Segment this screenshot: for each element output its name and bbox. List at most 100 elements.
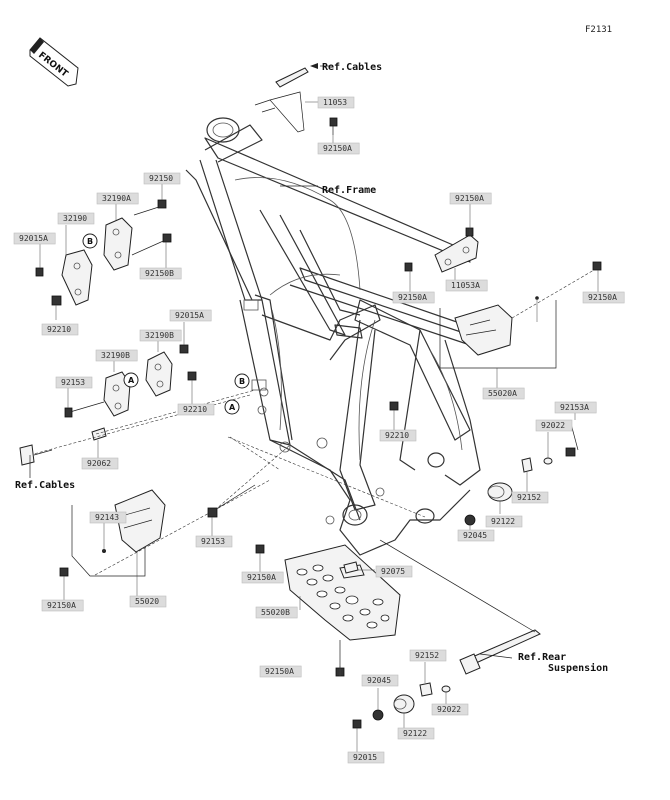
part-number: 92143 [95,513,119,522]
collar-92122-bottom [393,694,415,714]
part-number: 55020A [488,389,517,398]
part-tag-92153a: 92153A [554,401,597,414]
part-number: 92153 [201,537,225,546]
part-number: 92015A [19,234,48,243]
front-arrow-icon: FRONT [29,37,79,87]
part-tag-32190: 32190 [57,212,95,225]
part-tag-92150b: 92150B [139,267,182,280]
part-number: 92075 [381,567,405,576]
part-tag-92210: 92210 [41,323,79,336]
washer-92022-bottom [441,685,451,693]
part-number: 55020B [261,608,290,617]
part-tag-92150a: 92150A [582,291,625,304]
nut-92045-bottom [372,709,384,721]
part-tag-32190b: 32190B [139,329,182,342]
frame-guard-55020 [59,489,166,577]
part-tag-92152: 92152 [511,491,549,504]
cable-guide-11053 [254,63,330,133]
collar-92122-right [487,482,513,502]
part-tag-92150: 92150 [143,172,181,185]
svg-text:A: A [229,403,236,412]
part-number: 92150A [47,601,76,610]
engine-bracket-32190 [35,199,172,306]
part-number: 92022 [437,705,461,714]
nut-92045-right [464,514,476,526]
part-tag-92122: 92122 [485,515,523,528]
part-number: 92210 [47,325,71,334]
part-tag-92045: 92045 [361,674,399,687]
part-tag-92150a: 92150A [392,291,435,304]
svg-text:B: B [239,377,245,386]
part-tag-32190a: 32190A [96,192,139,205]
part-number: 92150A [588,293,617,302]
part-number: 92153A [560,403,589,412]
figure-id: F2131 [585,25,612,35]
ref-cables-top: Ref.Cables [322,62,382,73]
ref-rear-suspension-1: Ref.Rear [518,652,566,663]
part-tag-92022: 92022 [431,703,469,716]
skid-plate-55020b [255,544,401,677]
part-tag-55020: 55020 [129,595,167,608]
part-number: 92150A [265,667,294,676]
part-tag-92022: 92022 [535,419,573,432]
part-tag-92122: 92122 [397,727,435,740]
part-number: 92122 [403,729,427,738]
part-tag-32190b: 32190B [95,349,138,362]
part-tag-92153: 92153 [195,535,233,548]
part-tag-11053a: 11053A [445,279,488,292]
callout-a-frame: A [224,399,240,415]
part-number: 92152 [415,651,439,660]
nut-92210-right [389,401,399,411]
pivot-shaft [379,539,541,675]
callout-a-left: A [123,372,139,388]
part-tag-92153: 92153 [55,376,93,389]
part-tag-92150a: 92150A [259,665,302,678]
part-number: 92122 [491,517,515,526]
part-number: 32190 [63,214,87,223]
part-number: 55020 [135,597,159,606]
part-number: 32190B [145,331,174,340]
part-number: 92015 [353,753,377,762]
ref-rear-suspension-2: Suspension [548,662,608,674]
part-number: 92150B [145,269,174,278]
callout-b-left: B [82,233,98,249]
part-number: 11053 [323,98,347,107]
part-number: 32190A [102,194,131,203]
part-tag-92062: 92062 [81,457,119,470]
part-number: 92045 [463,531,487,540]
leader-lines [39,101,599,752]
collar-92152-right [521,457,533,473]
part-tag-55020a: 55020A [482,387,525,400]
engine-bracket-32190b [64,344,197,441]
part-tag-92152: 92152 [409,649,447,662]
part-tag-92143: 92143 [89,511,127,524]
part-tag-92015a: 92015A [169,309,212,322]
frame-guard-55020a [439,261,602,369]
nut-92015-bottom [352,719,362,729]
bolt-92150b [207,484,256,518]
part-number: 92062 [87,459,111,468]
part-tag-92210: 92210 [379,429,417,442]
svg-text:A: A [128,376,135,385]
collar-92152-bottom [419,682,433,697]
part-tag-92210: 92210 [177,403,215,416]
svg-text:B: B [87,237,93,246]
part-number: 92153 [61,378,85,387]
part-tag-92150a: 92150A [241,571,284,584]
ref-frame: Ref.Frame [322,185,376,196]
part-number: 92015A [175,311,204,320]
callout-b-frame: B [234,373,250,389]
washer-92022-right [543,457,553,465]
frame [185,117,486,556]
part-number: 92150 [149,174,173,183]
part-number: 11053A [451,281,480,290]
part-tag-92015: 92015 [347,751,385,764]
part-number: 92045 [367,676,391,685]
part-number: 32190B [101,351,130,360]
bolt-92150a-top [329,117,338,135]
part-tag-92150a: 92150A [317,142,360,155]
part-tag-55020b: 55020B [255,606,298,619]
part-number: 92152 [517,493,541,502]
